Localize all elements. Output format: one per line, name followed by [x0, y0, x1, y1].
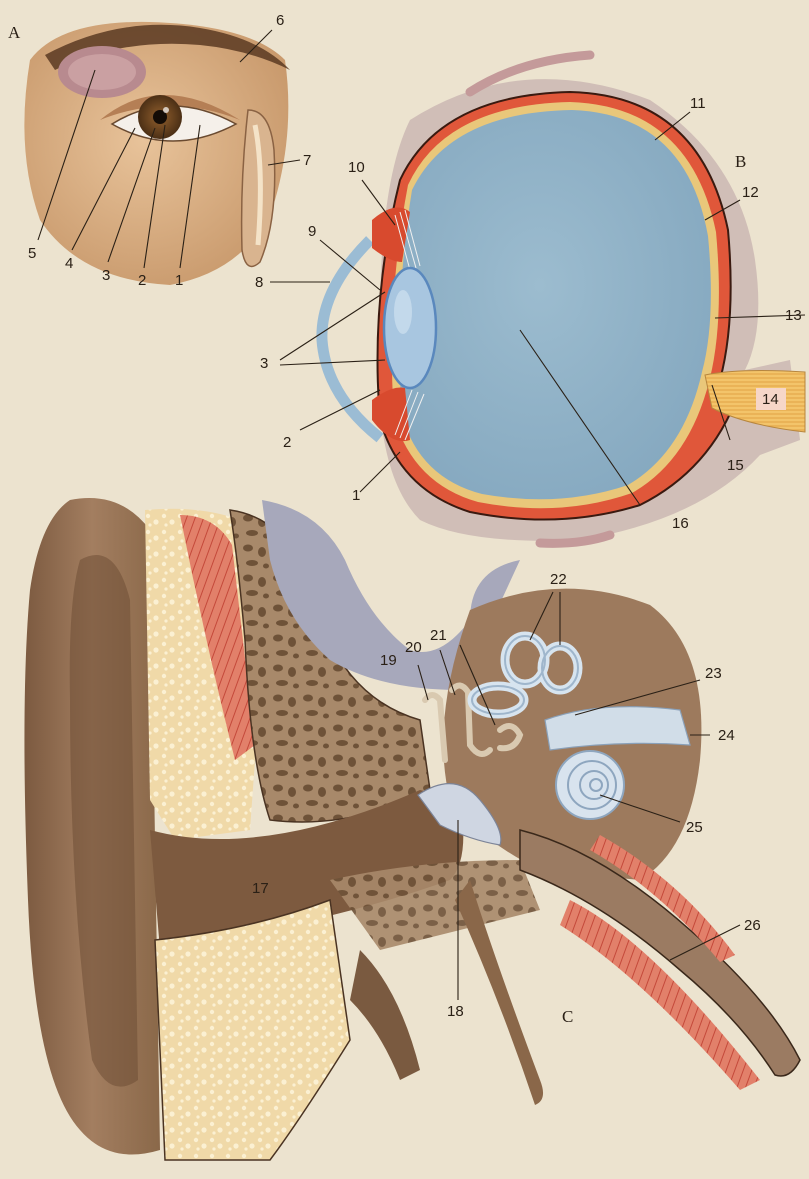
eye-section-label-11: 11 [690, 95, 706, 112]
ear-label-17: 17 [252, 880, 269, 897]
eye-section-label-12: 12 [742, 184, 759, 201]
ear-label-25: 25 [686, 819, 703, 836]
panel-label-c: C [562, 1007, 573, 1026]
eye-section-label-9: 9 [308, 223, 316, 240]
panel-label-a: A [8, 23, 21, 42]
ear-label-19: 19 [380, 652, 397, 669]
eye-section-label-3: 3 [260, 355, 268, 372]
ear-label-24: 24 [718, 727, 735, 744]
eye-section-label-1: 1 [352, 487, 360, 504]
cornea [322, 240, 380, 438]
vestibular-nerve [545, 707, 690, 750]
ear-label-23: 23 [705, 665, 722, 682]
eye-external-label-5: 5 [28, 245, 36, 262]
auditory-tube [520, 830, 800, 1076]
eye-external-label-6: 6 [276, 12, 284, 29]
vitreous-body [400, 110, 711, 499]
eye-section-label-8: 8 [255, 274, 263, 291]
eye-section-label-13: 13 [785, 307, 802, 324]
panel-label-b: B [735, 152, 746, 171]
eye-external-label-3: 3 [102, 267, 110, 284]
eye-section-label-14: 14 [762, 391, 779, 408]
eye-external-label-7: 7 [303, 152, 311, 169]
external-eye-figure [24, 22, 290, 285]
ear-label-22: 22 [550, 571, 567, 588]
lens [384, 268, 436, 388]
ear-label-18: 18 [447, 1003, 464, 1020]
eye-section-label-16: 16 [672, 515, 689, 532]
ear-label-21: 21 [430, 627, 447, 644]
ear-label-20: 20 [405, 639, 422, 656]
ear-section-figure [24, 498, 800, 1160]
eye-external-label-4: 4 [65, 255, 73, 272]
mandibular-region [350, 950, 420, 1080]
eye-external-label-1: 1 [175, 272, 183, 289]
lower-fat-region [155, 900, 350, 1160]
eye-external-label-2: 2 [138, 272, 146, 289]
eye-section-label-10: 10 [348, 159, 365, 176]
ear-label-26: 26 [744, 917, 761, 934]
eye-section-label-15: 15 [727, 457, 744, 474]
eye-section-label-2: 2 [283, 434, 291, 451]
cochlea [556, 751, 624, 819]
